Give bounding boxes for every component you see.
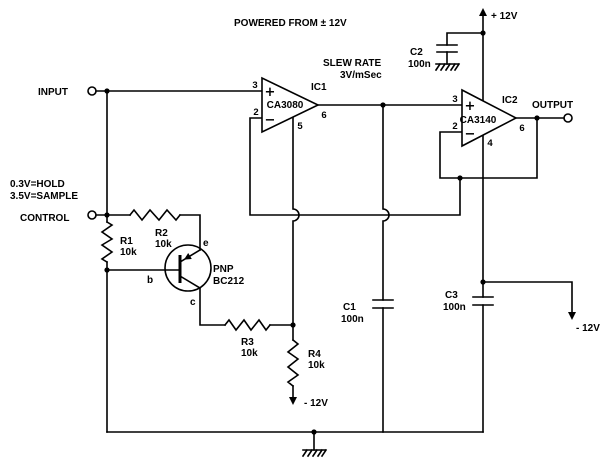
- ic2-plus-sign: +: [465, 99, 476, 114]
- r2-resistor: [128, 208, 182, 222]
- r1-ref: R1: [120, 236, 133, 247]
- ic2-pin-supply: 4: [487, 138, 493, 149]
- ic1-opamp: [261, 76, 320, 134]
- junction-dot: [104, 212, 110, 218]
- negative-supply-label-r4: - 12V: [304, 398, 328, 409]
- ic2-ref: IC2: [502, 95, 518, 106]
- base-pin-label: b: [147, 275, 153, 286]
- transistor-type: PNP: [213, 264, 234, 275]
- negative-supply-arrow-r4: [289, 397, 297, 405]
- r2-ref: R2: [155, 228, 168, 239]
- wire-ic1-feedback: [249, 117, 461, 216]
- c3-value: 100n: [443, 302, 466, 313]
- control-label: CONTROL: [20, 213, 69, 224]
- transistor-part: BC212: [213, 276, 245, 287]
- junction-dot: [311, 429, 317, 435]
- power-note: POWERED FROM ± 12V: [234, 18, 347, 29]
- ic1-pin-out: 6: [321, 110, 326, 121]
- ic1-minus-sign: −: [265, 113, 276, 128]
- hold-level-note: 0.3V=HOLD: [10, 179, 65, 190]
- wire-collector-to-r3: [199, 287, 226, 326]
- output-terminal: [563, 113, 573, 123]
- transistor-collector-lead: [178, 274, 202, 290]
- ic1-part: CA3080: [267, 100, 304, 111]
- c1-value: 100n: [341, 314, 364, 325]
- ic2-pin-noninv: 3: [452, 94, 457, 105]
- wire-r2-to-emitter: [179, 214, 201, 251]
- junction-dot: [457, 175, 463, 181]
- junction-dot: [104, 88, 110, 94]
- r1-resistor: [100, 220, 114, 264]
- collector-pin-label: c: [190, 297, 196, 308]
- c3-capacitor: [472, 296, 494, 306]
- transistor-body: [164, 244, 212, 292]
- emitter-pin-label: e: [203, 238, 209, 249]
- c2-ref: C2: [410, 47, 423, 58]
- ic1-pin-bias: 5: [297, 121, 303, 132]
- negative-supply-label-ic2: - 12V: [576, 323, 600, 334]
- slew-rate-value: 3V/mSec: [340, 70, 382, 81]
- r2-value: 10k: [155, 239, 172, 250]
- positive-supply-arrow: [479, 8, 487, 16]
- ic2-part: CA3140: [460, 115, 497, 126]
- negative-supply-arrow-ic2: [568, 312, 576, 320]
- r4-value: 10k: [308, 360, 325, 371]
- ic1-ref: IC1: [311, 82, 327, 93]
- positive-supply-label: + 12V: [491, 11, 518, 22]
- wire-ic2-feedback: [439, 117, 538, 179]
- ic2-opamp: [461, 88, 518, 148]
- junction-dots: [104, 30, 540, 435]
- junction-dot: [480, 30, 486, 36]
- r4-resistor: [286, 338, 300, 388]
- junction-dot: [480, 279, 486, 285]
- output-label: OUTPUT: [532, 100, 573, 111]
- wire-to-c1: [382, 104, 390, 301]
- c1-ref: C1: [343, 302, 356, 313]
- junction-dot: [290, 322, 296, 328]
- input-terminal: [87, 86, 97, 96]
- c3-ref: C3: [445, 290, 458, 301]
- wire-ic1-pin5: [292, 116, 300, 341]
- ic2-pin-inv: 2: [452, 121, 457, 132]
- transistor-emitter-arrow: [184, 253, 192, 260]
- c2-value: 100n: [408, 59, 431, 70]
- ic1-plus-sign: +: [265, 85, 276, 100]
- c2-capacitor: [436, 44, 458, 53]
- slew-rate-label: SLEW RATE: [323, 58, 381, 69]
- ic2-minus-sign: −: [465, 127, 476, 142]
- junction-dot: [104, 267, 110, 273]
- r1-value: 10k: [120, 247, 137, 258]
- c1-capacitor: [372, 299, 394, 309]
- junction-dot: [380, 102, 386, 108]
- wire-negative-supply-ic2: [482, 134, 573, 313]
- c2-ground-icon: [434, 62, 461, 72]
- r3-resistor: [223, 318, 272, 332]
- r3-value: 10k: [241, 348, 258, 359]
- ic1-pin-noninv: 3: [252, 80, 257, 91]
- ic1-pin-inv: 2: [253, 107, 258, 118]
- junction-dot: [534, 115, 540, 121]
- wire-to-c2: [446, 32, 484, 46]
- r3-ref: R3: [241, 337, 254, 348]
- sample-level-note: 3.5V=SAMPLE: [10, 191, 78, 202]
- input-label: INPUT: [38, 87, 68, 98]
- control-terminal: [87, 210, 97, 220]
- r4-ref: R4: [308, 349, 321, 360]
- main-ground-icon: [301, 448, 328, 458]
- ic2-pin-out: 6: [519, 123, 524, 134]
